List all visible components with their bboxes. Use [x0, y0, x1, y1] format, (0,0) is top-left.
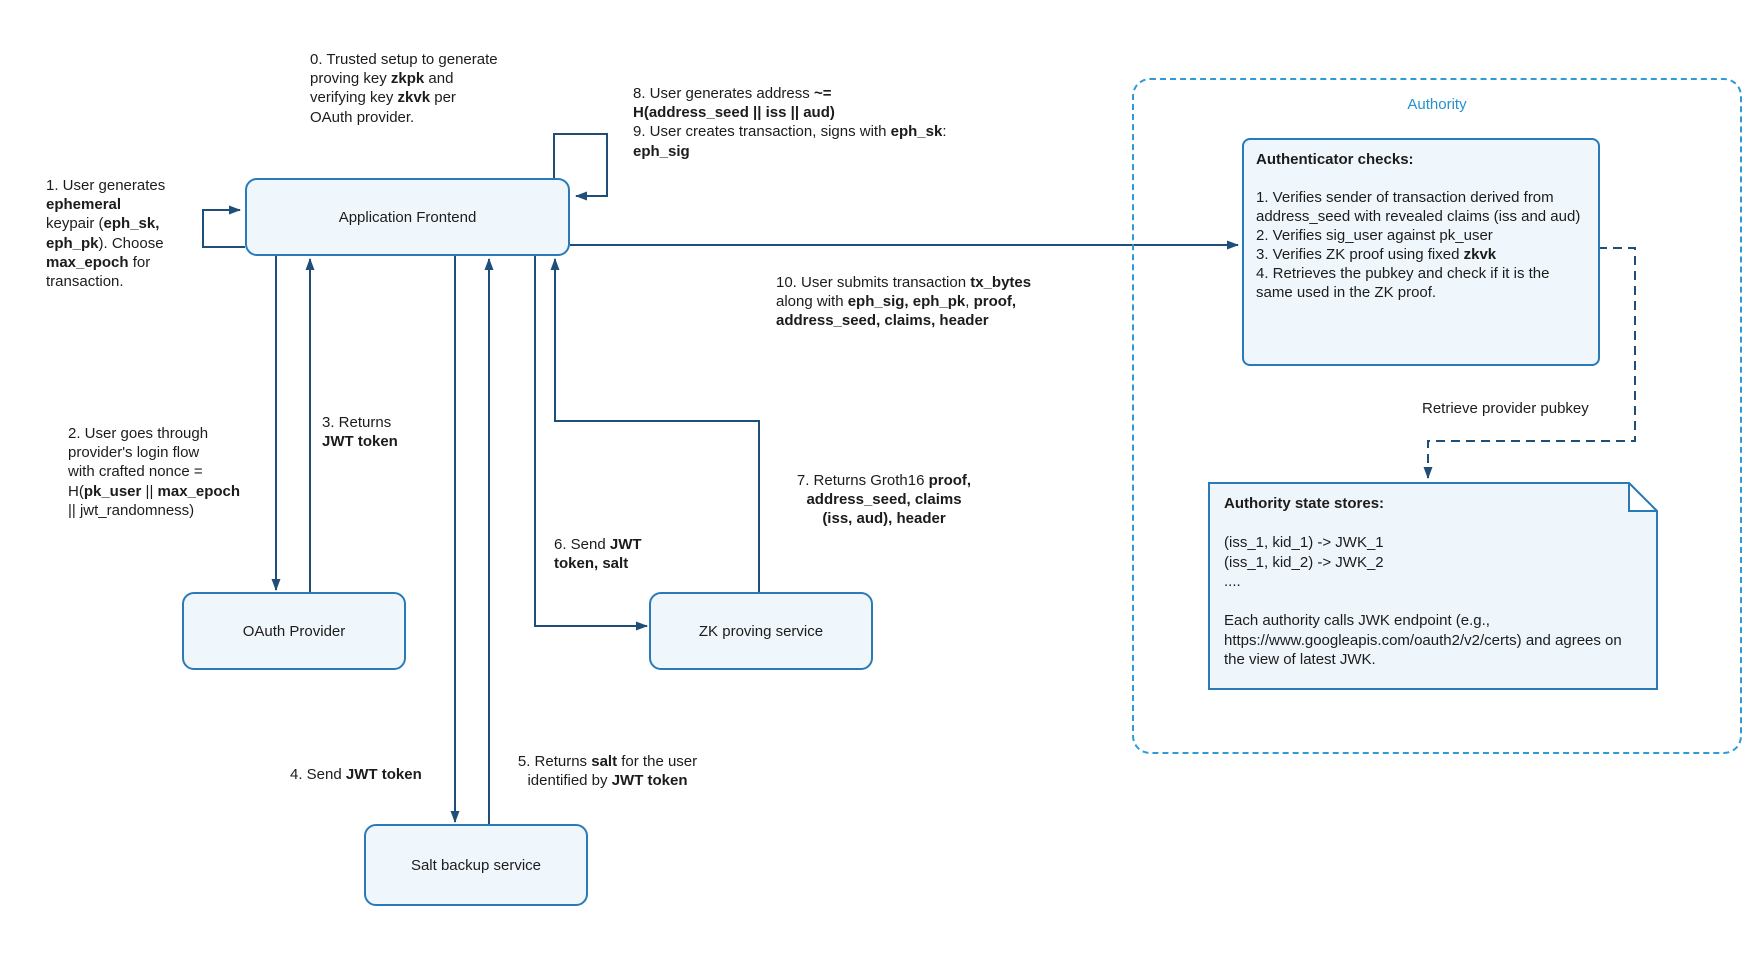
arrow-send-jwt-salt-to-zk-service — [534, 256, 648, 631]
node-salt-backup-service: Salt backup service — [364, 824, 588, 906]
annotation-step-0-trusted-setup: 0. Trusted setup to generate proving key… — [310, 51, 498, 126]
annotation-step-3-returns-jwt: 3. Returns JWT token — [322, 414, 398, 451]
annotation-step-2-login-flow: 2. User goes through provider's login fl… — [68, 425, 241, 519]
node-oauth-provider: OAuth Provider — [182, 592, 406, 670]
authority-state-note: Authority state stores: (iss_1, kid_1) -… — [1208, 480, 1660, 690]
authenticator-checks-box: Authenticator checks: 1. Verifies sender… — [1242, 138, 1600, 366]
node-application-frontend: Application Frontend — [245, 178, 570, 256]
authority-group: Authority Authenticator checks: 1. Verif… — [1132, 78, 1742, 754]
annotation-step-10-submit-transaction: 10. User submits transaction tx_bytes al… — [776, 274, 1032, 330]
annotation-steps-8-9-generate-address-sign: 8. User generates address ~= H(address_s… — [633, 85, 947, 160]
node-zk-proving-service: ZK proving service — [649, 592, 873, 670]
annotation-step-1-ephemeral-keypair: 1. User generates ephemeral keypair (eph… — [46, 177, 166, 290]
authority-label: Authority — [1407, 96, 1467, 113]
self-loop-ephemeral-keypair-arrow — [202, 205, 245, 248]
arrow-returns-groth16-proof — [550, 258, 760, 592]
note-fold-corner-icon — [1628, 480, 1660, 512]
note-shape — [1208, 480, 1660, 690]
self-loop-sign-transaction-arrow — [553, 133, 608, 201]
annotation-step-7-returns-proof: 7. Returns Groth16 proof, address_seed, … — [796, 472, 972, 528]
note-body — [1208, 482, 1658, 690]
annotation-step-4-send-jwt: 4. Send JWT token — [290, 766, 422, 783]
annotation-step-6-send-jwt-salt: 6. Send JWT token, salt — [554, 536, 642, 573]
authority-state-text: Authority state stores: (iss_1, kid_1) -… — [1224, 495, 1622, 668]
retrieve-provider-pubkey-label: Retrieve provider pubkey — [1422, 400, 1589, 417]
dashed-arrow-retrieve-provider-pubkey — [1423, 247, 1636, 479]
annotation-step-5-returns-salt: 5. Returns salt for the user identified … — [517, 753, 698, 790]
